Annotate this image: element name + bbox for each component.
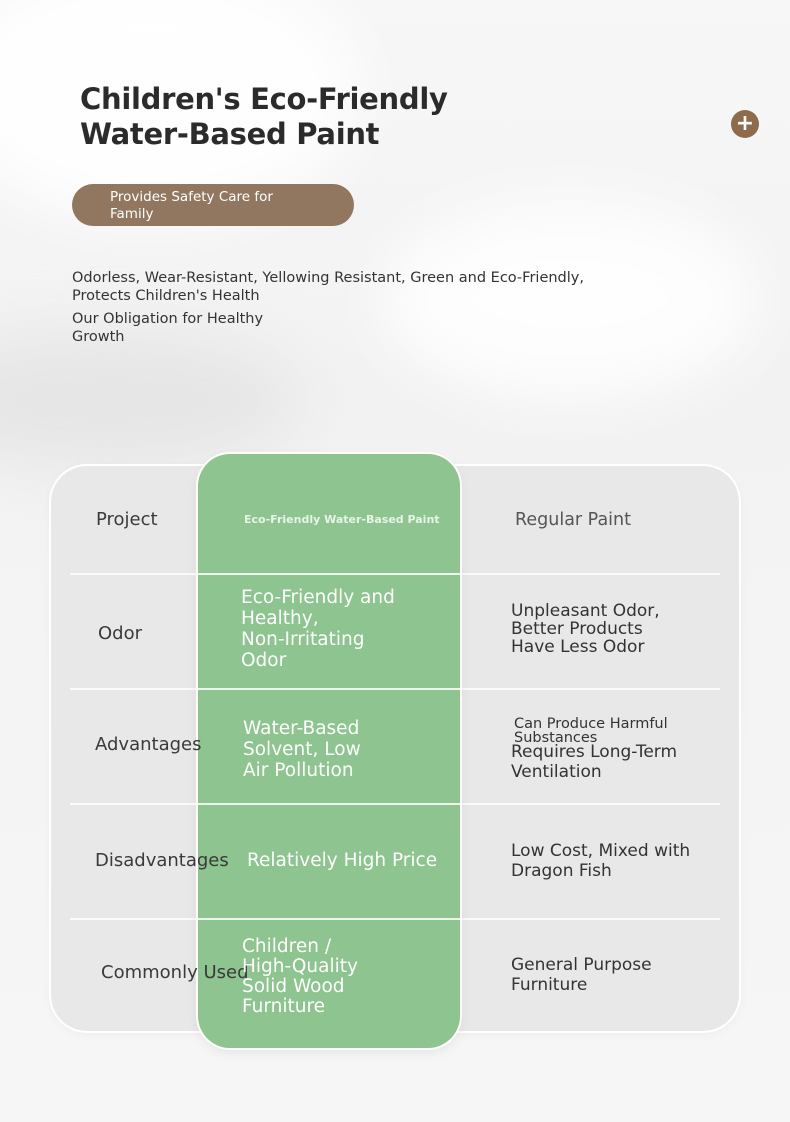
cell-line: Low Cost, Mixed with xyxy=(511,841,691,861)
obligation-text: Our Obligation for Healthy Growth xyxy=(72,310,292,346)
cell-line: Solid Wood xyxy=(242,976,345,997)
cell-line: Children / xyxy=(242,936,332,957)
header-project: Project xyxy=(96,509,158,530)
page-title: Children's Eco-Friendly Water-Based Pain… xyxy=(80,82,500,152)
cell-line: Better Products xyxy=(511,619,643,639)
cell-line: Unpleasant Odor, xyxy=(511,601,660,621)
cell-line: Solvent, Low xyxy=(243,739,361,760)
row-label-odor: Odor xyxy=(98,623,143,644)
header-eco-paint: Eco-Friendly Water-Based Paint xyxy=(244,513,440,526)
page-title-line: Children's Eco-Friendly xyxy=(80,82,448,116)
row-label-disadvantages: Disadvantages xyxy=(95,850,229,871)
safety-badge-line: Provides Safety Care for xyxy=(110,189,273,205)
regular-commonly-used: General Purpose Furniture xyxy=(511,955,711,995)
safety-badge: Provides Safety Care for Family xyxy=(72,184,354,226)
cell-line: Have Less Odor xyxy=(511,637,645,657)
cell-line: High-Quality xyxy=(242,956,358,977)
row-label-commonly-used: Commonly Used xyxy=(101,962,249,983)
cell-line: Water-Based xyxy=(243,718,360,739)
cell-line: Air Pollution xyxy=(243,760,354,781)
regular-advantages-note: Can Produce Harmful Substances xyxy=(514,716,714,746)
cell-line: Furniture xyxy=(511,975,588,995)
regular-odor: Unpleasant Odor, Better Products Have Le… xyxy=(511,602,711,656)
obligation-text-line: Growth xyxy=(72,329,125,345)
eco-paint-column xyxy=(198,454,460,1048)
cell-line: Dragon Fish xyxy=(511,861,612,881)
cell-line: Ventilation xyxy=(511,762,602,782)
cell-line: Healthy, xyxy=(241,608,319,629)
features-description-line: Protects Children's Health xyxy=(72,288,260,304)
eco-odor: Eco-Friendly and Healthy, Non-Irritating… xyxy=(241,587,451,671)
header-regular-paint: Regular Paint xyxy=(515,510,631,530)
page-title-line: Water-Based Paint xyxy=(80,117,380,151)
cell-line: Relatively High Price xyxy=(247,850,438,871)
obligation-text-line: Our Obligation for Healthy xyxy=(72,311,264,327)
cell-line: Non-Irritating xyxy=(241,629,365,650)
column-divider xyxy=(198,803,460,805)
cell-line: Can Produce Harmful xyxy=(514,716,668,732)
regular-advantages: Requires Long-Term Ventilation xyxy=(511,742,711,782)
eco-commonly-used: Children / High-Quality Solid Wood Furni… xyxy=(242,937,442,1017)
eco-disadvantages: Relatively High Price xyxy=(247,850,457,871)
cell-line: Odor xyxy=(241,650,287,671)
eco-advantages: Water-Based Solvent, Low Air Pollution xyxy=(243,718,443,781)
column-divider xyxy=(198,918,460,920)
regular-disadvantages: Low Cost, Mixed with Dragon Fish xyxy=(511,841,711,881)
features-description: Odorless, Wear-Resistant, Yellowing Resi… xyxy=(72,269,632,305)
column-divider xyxy=(198,573,460,575)
plus-icon[interactable]: + xyxy=(731,110,759,138)
cell-line: Furniture xyxy=(242,996,326,1017)
safety-badge-line: Family xyxy=(110,206,154,222)
cell-line: General Purpose xyxy=(511,955,652,975)
cell-line: Substances xyxy=(514,730,598,746)
cell-line: Eco-Friendly and xyxy=(241,587,395,608)
cell-line: Requires Long-Term xyxy=(511,742,678,762)
row-label-advantages: Advantages xyxy=(95,734,202,755)
features-description-line: Odorless, Wear-Resistant, Yellowing Resi… xyxy=(72,270,584,286)
column-divider xyxy=(198,688,460,690)
